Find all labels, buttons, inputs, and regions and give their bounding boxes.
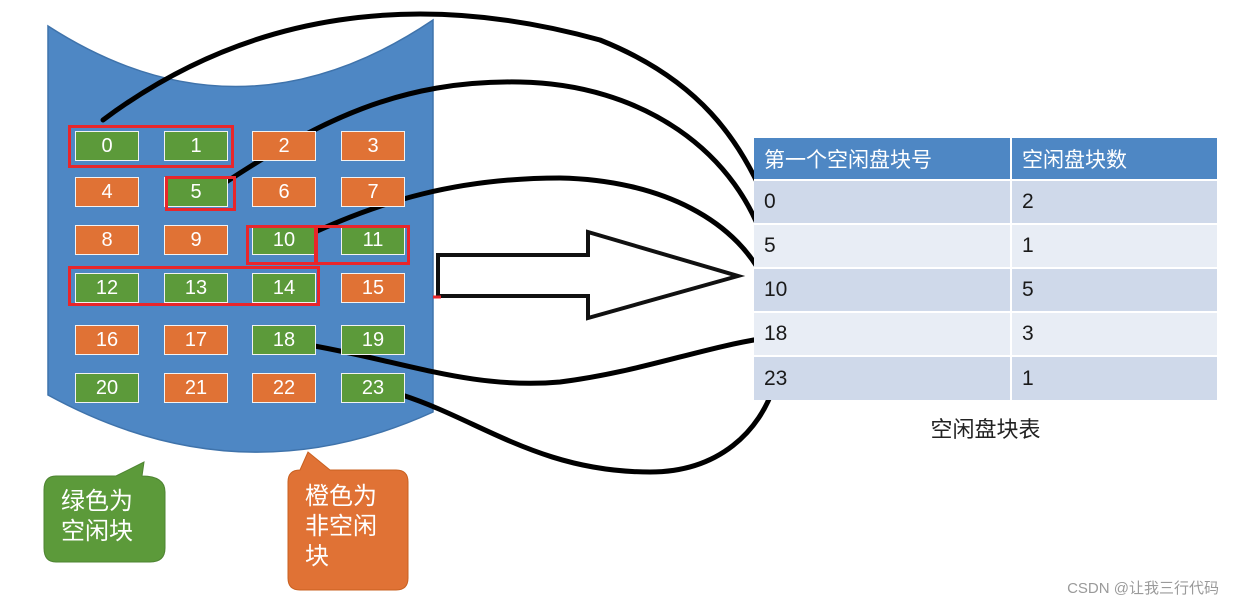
disk-block-8: 8 xyxy=(75,225,139,255)
disk-block-16: 16 xyxy=(75,325,139,355)
used-legend-text: 橙色为 非空闲 块 xyxy=(305,482,377,572)
disk-block-20: 20 xyxy=(75,373,139,403)
disk-block-14: 14 xyxy=(252,273,316,303)
table-row: 0 2 xyxy=(754,179,1217,224)
disk-block-2: 2 xyxy=(252,131,316,161)
connector-18 xyxy=(300,335,769,386)
table-cell-start: 0 xyxy=(754,179,1011,224)
table-cell-count: 1 xyxy=(1010,223,1217,268)
disk-cylinder xyxy=(47,18,434,453)
free-legend-callout xyxy=(43,461,166,563)
used-legend-line: 橙色为 xyxy=(305,483,377,510)
disk-block-4: 4 xyxy=(75,177,139,207)
highlight-block-11 xyxy=(314,225,410,265)
free-legend-text: 绿色为 空闲块 xyxy=(61,487,133,547)
table-row: 10 5 xyxy=(754,267,1217,312)
disk-block-6: 6 xyxy=(252,177,316,207)
connector-23 xyxy=(399,383,777,475)
disk-block-15: 15 xyxy=(341,273,405,303)
highlight-run-12-14 xyxy=(68,266,320,306)
disk-block-12: 12 xyxy=(75,273,139,303)
table-cell-count: 3 xyxy=(1010,311,1217,356)
connector-0 xyxy=(100,11,771,209)
disk-block-1: 1 xyxy=(164,131,228,161)
column-header-free-block-count: 空闲盘块数 xyxy=(1010,138,1217,180)
table-row: 18 3 xyxy=(754,311,1217,356)
disk-block-21: 21 xyxy=(164,373,228,403)
table-cell-start: 10 xyxy=(754,267,1011,312)
disk-block-18: 18 xyxy=(252,325,316,355)
disk-block-7: 7 xyxy=(341,177,405,207)
table-cell-count: 2 xyxy=(1010,179,1217,224)
disk-block-13: 13 xyxy=(164,273,228,303)
disk-block-3: 3 xyxy=(341,131,405,161)
free-legend-line: 空闲块 xyxy=(61,518,133,545)
highlight-run-0-1 xyxy=(68,125,234,168)
disk-block-11: 11 xyxy=(341,225,405,255)
free-block-table: 第一个空闲盘块号 空闲盘块数 0 2 5 1 10 5 18 3 23 xyxy=(754,138,1217,400)
watermark: CSDN @让我三行代码 xyxy=(1067,580,1219,597)
free-legend-line: 绿色为 xyxy=(61,488,133,515)
used-legend-callout xyxy=(287,451,409,591)
disk-block-23: 23 xyxy=(341,373,405,403)
table-cell-start: 23 xyxy=(754,355,1011,400)
column-header-first-free-block: 第一个空闲盘块号 xyxy=(754,138,1011,180)
disk-block-22: 22 xyxy=(252,373,316,403)
connector-10 xyxy=(295,175,771,291)
table-row: 23 1 xyxy=(754,355,1217,400)
highlight-run-5 xyxy=(165,176,236,211)
table-header-row: 第一个空闲盘块号 空闲盘块数 xyxy=(754,138,1217,180)
disk-block-17: 17 xyxy=(164,325,228,355)
disk-block-9: 9 xyxy=(164,225,228,255)
disk-block-19: 19 xyxy=(341,325,405,355)
table-caption: 空闲盘块表 xyxy=(930,417,1041,442)
table-row: 5 1 xyxy=(754,223,1217,268)
table-cell-start: 5 xyxy=(754,223,1011,268)
highlight-block-10 xyxy=(246,225,318,265)
used-legend-line: 块 xyxy=(305,543,329,570)
big-arrow xyxy=(436,229,746,321)
table-cell-count: 5 xyxy=(1010,267,1217,312)
disk-block-0: 0 xyxy=(75,131,139,161)
table-cell-start: 18 xyxy=(754,311,1011,356)
used-legend-line: 非空闲 xyxy=(305,513,377,540)
table-cell-count: 1 xyxy=(1010,355,1217,400)
